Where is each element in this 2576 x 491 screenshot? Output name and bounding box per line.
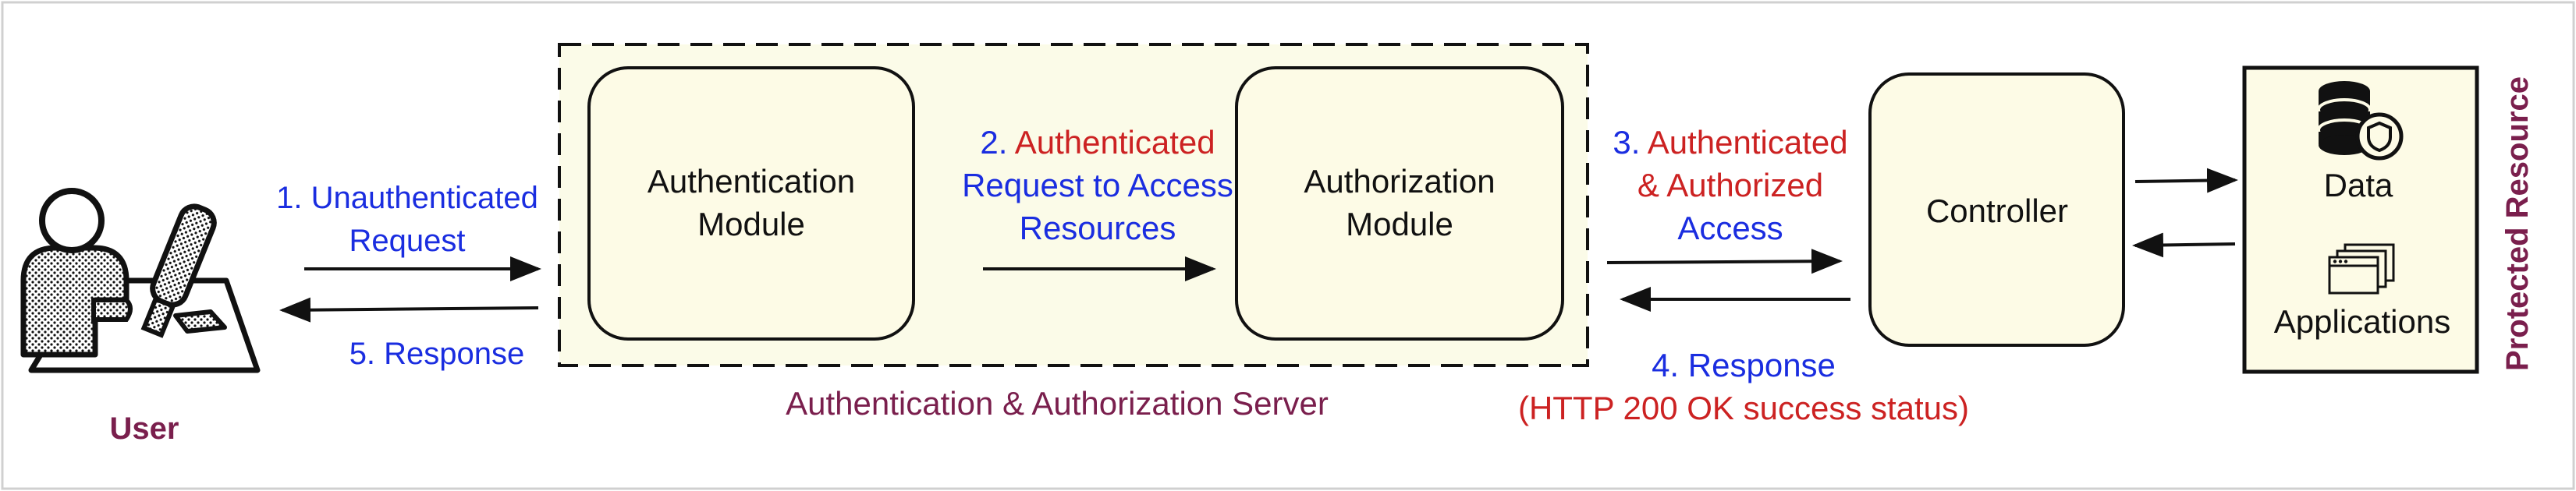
authorization-module-line2: Module [1346,206,1453,242]
protected-resource-box [2242,65,2479,374]
user-label: User [110,412,179,446]
step1-label-line2: Request [349,224,466,258]
arrow-response [279,297,539,323]
step3-label-line3: Access [1677,210,1783,246]
step3-label: 3. Authenticated [1613,124,1847,161]
data-label: Data [2324,167,2393,203]
authorization-module [1235,66,1564,341]
arrow-to-resources [2134,168,2238,193]
step2-label-line3: Resources [1020,210,1176,246]
step4-status: (HTTP 200 OK success status) [1518,390,1969,426]
authentication-module [587,66,915,341]
controller-box [1868,72,2125,347]
step3-label-line2: & Authorized [1637,167,1823,203]
applications-label: Applications [2274,303,2450,340]
step2-label: 2. Authenticated [980,124,1215,161]
authentication-module-line2: Module [697,206,805,242]
user-at-computer-icon [20,188,261,373]
step4-label: 4. Response [1652,347,1836,383]
controller-label: Controller [1926,193,2068,229]
step2-label-line2: Request to Access [962,167,1233,203]
authentication-module-line1: Authentication [648,163,855,200]
arrow-from-resources [2132,232,2236,258]
step1-label: 1. Unauthenticated [276,181,538,215]
database-shield-icon [2317,81,2404,161]
arrow-authorized-access [1606,249,1843,274]
auth-server-label: Authentication & Authorization Server [786,385,1329,422]
authorization-module-line1: Authorization [1304,163,1495,200]
app-windows-icon [2328,243,2395,295]
protected-resource-title: Protected Resource [2500,76,2535,371]
step5-label: 5. Response [349,337,525,371]
